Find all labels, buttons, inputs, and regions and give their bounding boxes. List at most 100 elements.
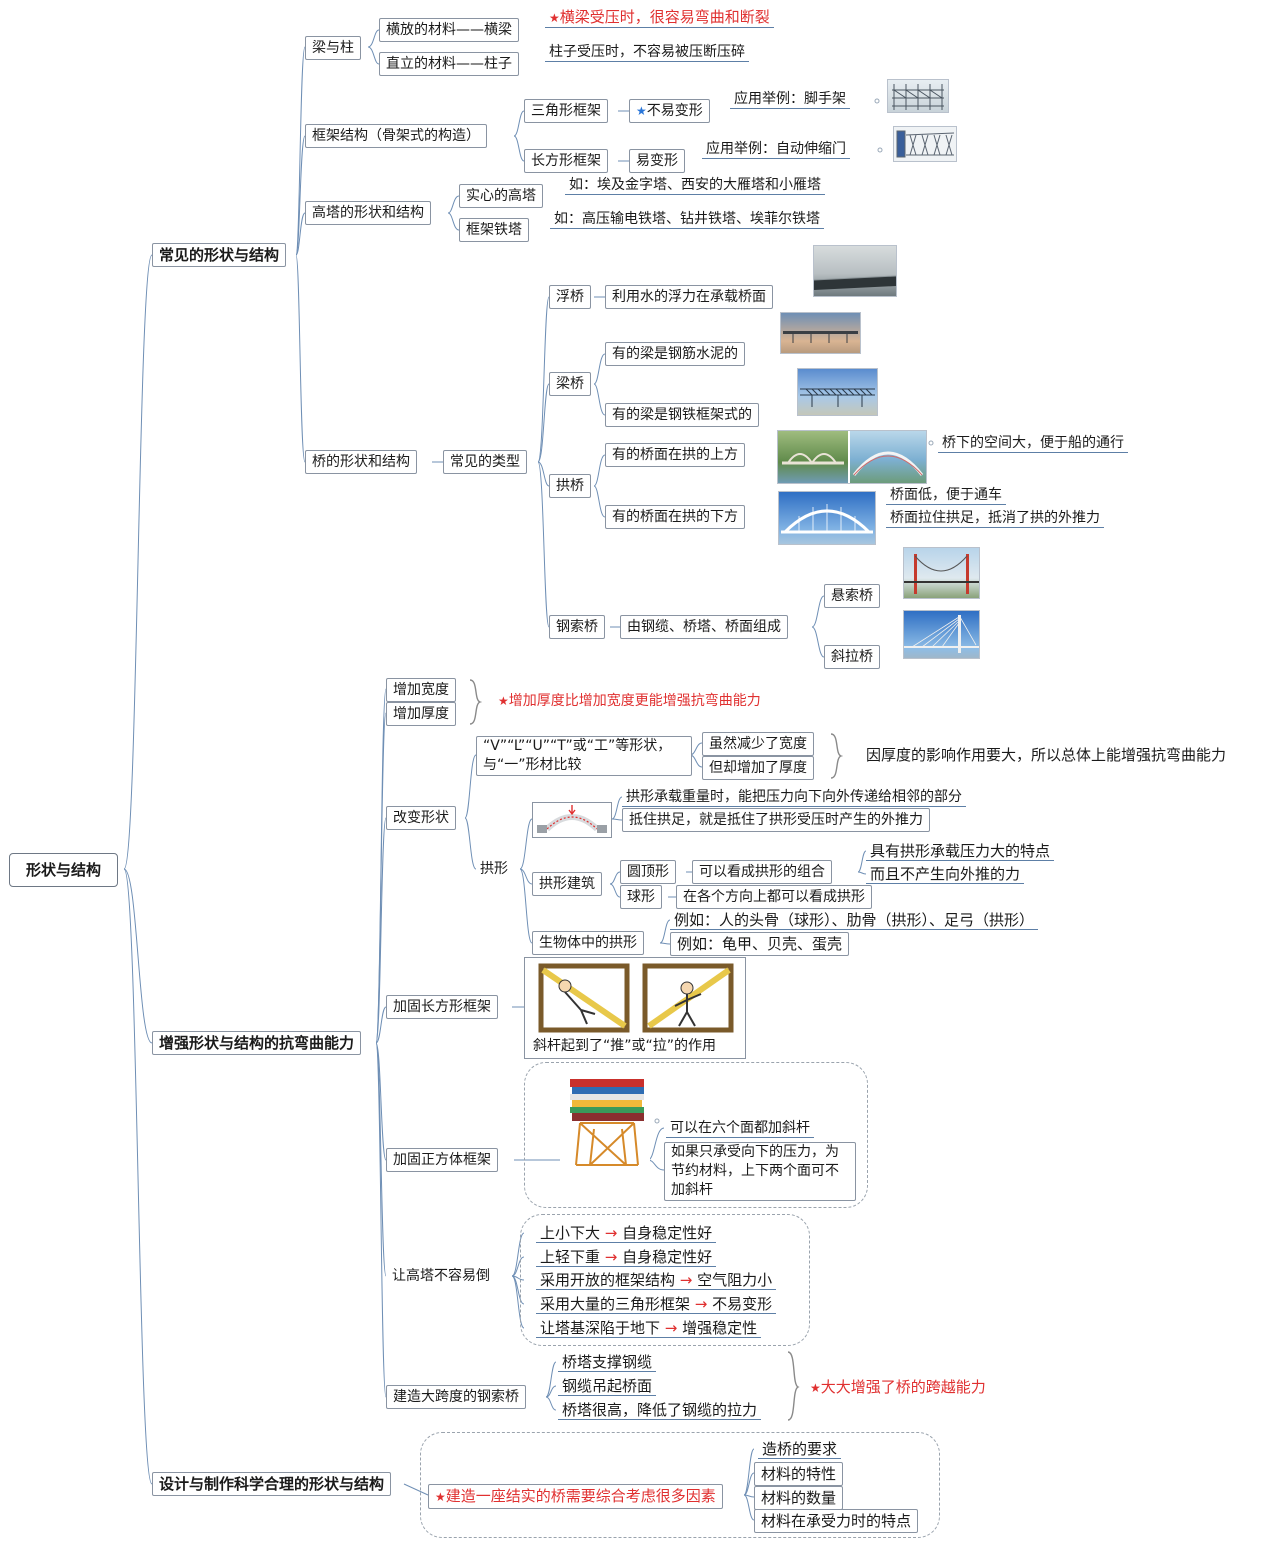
truss-bridge-icon: [800, 388, 875, 407]
steel-beam-bridge-image: [797, 368, 878, 416]
node-cable-bridge[interactable]: 钢索桥: [549, 615, 605, 639]
note-thickness: ★增加厚度比增加宽度更能增强抗弯曲能力: [498, 693, 761, 709]
tied-arch-icon: [781, 504, 873, 534]
note-dome-1: 具有拱形承载压力大的特点: [866, 842, 1055, 861]
design-factor-1: 造桥的要求: [758, 1440, 842, 1459]
star-icon: ★: [498, 694, 509, 708]
node-change-shape[interactable]: 改变形状: [386, 806, 456, 830]
note-arch-below-2: 桥面拉住拱足，抵消了拱的外推力: [886, 509, 1104, 528]
node-horizontal-beam[interactable]: 横放的材料——横梁: [379, 18, 519, 42]
arch-below-image: [778, 491, 876, 545]
suspension-bridge-image: [903, 547, 980, 599]
arch-load-icon: [537, 805, 607, 833]
node-rect-prop[interactable]: 易变形: [629, 149, 685, 173]
note-cable-bridge: ★大大增强了桥的跨越能力: [810, 1378, 986, 1396]
star-icon: ★: [549, 11, 560, 25]
node-bridge-types[interactable]: 常见的类型: [443, 450, 527, 474]
arch-diagram: [532, 802, 612, 838]
star-icon: ★: [435, 1490, 446, 1504]
note-triangle-example: 应用举例：脚手架: [730, 90, 850, 109]
node-arch-bridge[interactable]: 拱桥: [549, 474, 591, 498]
cable-item-1: 桥塔支撑钢缆: [558, 1353, 657, 1372]
cable-stayed-bridge-image: [903, 610, 980, 659]
note-dome-2: 而且不产生向外推的力: [866, 865, 1025, 884]
node-bridge-shape[interactable]: 桥的形状和结构: [305, 450, 417, 474]
tower-item-1: 上小下大 → 自身稳定性好: [536, 1224, 717, 1243]
tower-item-5: 让塔基深陷于地下 → 增强稳定性: [536, 1319, 762, 1338]
node-arch-building[interactable]: 拱形建筑: [532, 872, 602, 896]
note-arch-below-1: 桥面低，便于通车: [886, 486, 1006, 505]
node-beam-column[interactable]: 梁与柱: [305, 36, 361, 60]
node-rect-frame[interactable]: 长方形框架: [524, 149, 608, 173]
design-factor-4[interactable]: 材料在承受力时的特点: [754, 1509, 919, 1533]
branch-strengthen[interactable]: 增强形状与结构的抗弯曲能力: [152, 1031, 362, 1055]
node-shape-compare[interactable]: “V”“L”“U”“T”或“工”等形状，与“一”形材比较: [476, 736, 692, 776]
node-beam-bridge[interactable]: 梁桥: [549, 372, 591, 396]
node-float-bridge[interactable]: 浮桥: [549, 285, 591, 309]
note-arch-above: 桥下的空间大，便于船的通行: [938, 434, 1128, 453]
node-arch-below[interactable]: 有的桥面在拱的下方: [605, 505, 745, 529]
design-factor-3[interactable]: 材料的数量: [754, 1486, 844, 1510]
rect-frame-caption: 斜杆起到了“推”或“拉”的作用: [533, 1038, 717, 1054]
stone-arch-icon: [782, 453, 844, 465]
branch-design[interactable]: 设计与制作科学合理的形状与结构: [152, 1472, 392, 1496]
note-cube-1: 可以在六个面都加斜杆: [666, 1119, 814, 1138]
tower-items-group: [520, 1214, 810, 1346]
cube-frame-group: [524, 1062, 868, 1208]
gate-icon: [896, 130, 955, 158]
node-solid-tower[interactable]: 实心的高塔: [459, 184, 543, 208]
note-cube-2[interactable]: 如果只承受向下的压力，为节约材料，上下两个面可不加斜杆: [664, 1142, 856, 1201]
note-framed-tower: 如：高压输电铁塔、钻井铁塔、埃菲尔铁塔: [550, 210, 824, 229]
node-rect-frame-reinforce[interactable]: 加固长方形框架: [386, 995, 498, 1019]
node-tower-stable[interactable]: 让高塔不容易倒: [392, 1268, 490, 1284]
cable-item-2: 钢缆吊起桥面: [558, 1377, 657, 1396]
note-arch-2[interactable]: 抵住拱足，就是抵住了拱形受压时产生的外推力: [622, 808, 930, 832]
node-framed-tower[interactable]: 框架铁塔: [459, 218, 529, 242]
note-shape-conclusion: 因厚度的影响作用要大，所以总体上能增强抗弯曲能力: [866, 746, 1227, 764]
note-bio-1: 例如：人的头骨（球形）、肋骨（拱形）、足弓（拱形）: [670, 911, 1039, 930]
node-dome[interactable]: 圆顶形: [620, 860, 676, 884]
node-cube-frame-reinforce[interactable]: 加固正方体框架: [386, 1148, 498, 1172]
node-beam-steel[interactable]: 有的梁是钢铁框架式的: [605, 403, 759, 427]
node-shape-more-thickness[interactable]: 但却增加了厚度: [702, 756, 814, 780]
node-frame-structure[interactable]: 框架结构（骨架式的构造）: [305, 124, 487, 148]
node-design-main[interactable]: ★建造一座结实的桥需要综合考虑很多因素: [428, 1484, 723, 1509]
node-arch-above[interactable]: 有的桥面在拱的上方: [605, 443, 745, 467]
note-vertical-column: 柱子受压时，不容易被压断压碎: [545, 43, 749, 62]
star-icon: ★: [636, 104, 647, 118]
node-add-thickness[interactable]: 增加厚度: [386, 702, 456, 726]
auto-gate-image: [893, 126, 957, 162]
cube-frame-image: [564, 1071, 650, 1169]
note-rect-example: 应用举例：自动伸缩门: [702, 140, 850, 159]
tower-item-4: 采用大量的三角形框架 → 不易变形: [536, 1295, 777, 1314]
star-icon: ★: [810, 1381, 821, 1395]
note-bio-2[interactable]: 例如：龟甲、贝壳、蛋壳: [670, 932, 850, 956]
node-triangle-frame[interactable]: 三角形框架: [524, 99, 608, 123]
design-factor-2[interactable]: 材料的特性: [754, 1462, 844, 1486]
white-arch-icon: [852, 451, 924, 476]
node-cable-bridge-build[interactable]: 建造大跨度的钢索桥: [386, 1385, 526, 1409]
node-triangle-prop[interactable]: ★不易变形: [629, 99, 710, 123]
node-float-desc[interactable]: 利用水的浮力在承载桥面: [605, 285, 773, 309]
node-sphere[interactable]: 球形: [620, 885, 662, 909]
float-bridge-image: [813, 245, 897, 297]
node-dome-desc[interactable]: 可以看成拱形的组合: [692, 860, 832, 884]
note-horizontal-beam: ★横梁受压时，很容易弯曲和断裂: [545, 8, 774, 28]
node-tower-shape[interactable]: 高塔的形状和结构: [305, 201, 431, 225]
node-sphere-desc[interactable]: 在各个方向上都可以看成拱形: [676, 885, 872, 909]
tower-item-2: 上轻下重 → 自身稳定性好: [536, 1248, 717, 1267]
node-cable-stayed-bridge[interactable]: 斜拉桥: [824, 645, 880, 669]
node-vertical-column[interactable]: 直立的材料——柱子: [379, 52, 519, 76]
node-bio-arch[interactable]: 生物体中的拱形: [532, 931, 644, 955]
root-node[interactable]: 形状与结构: [9, 853, 119, 887]
concrete-beam-bridge-image: [780, 312, 861, 354]
node-shape-less-width[interactable]: 虽然减少了宽度: [702, 732, 814, 756]
node-suspension-bridge[interactable]: 悬索桥: [824, 584, 880, 608]
branch-common[interactable]: 常见的形状与结构: [152, 243, 287, 267]
node-arch-shape[interactable]: 拱形: [480, 861, 508, 877]
tower-item-3: 采用开放的框架结构 → 空气阻力小: [536, 1271, 777, 1290]
node-add-width[interactable]: 增加宽度: [386, 678, 456, 702]
node-beam-concrete[interactable]: 有的梁是钢筋水泥的: [605, 342, 745, 366]
node-cable-desc[interactable]: 由钢缆、桥塔、桥面组成: [620, 615, 788, 639]
